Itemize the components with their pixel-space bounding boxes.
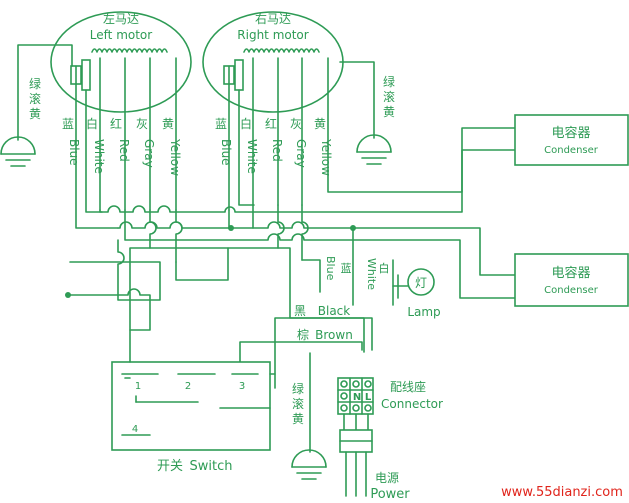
switch-terminal-1: 1	[135, 381, 141, 392]
connector-terminal-n: N	[353, 392, 361, 403]
capacitor-2: 电容器 Condenser	[514, 253, 629, 307]
left-motor-en: Left motor	[90, 28, 152, 42]
right-gray-en: Gray	[294, 139, 308, 168]
switch-terminal-4: 4	[132, 424, 138, 435]
watermark: www.55dianzi.com	[501, 485, 623, 500]
left-ground-label-2: 滚	[29, 91, 41, 106]
power-plug: 电源 Power	[339, 413, 410, 502]
capacitor-2-zh: 电容器	[551, 265, 590, 281]
connector: N L 配线座 Connector 绿 滚 黄	[292, 352, 443, 453]
power-zh: 电源	[375, 471, 399, 485]
left-gray-zh: 灰	[136, 117, 148, 131]
right-yellow-zh: 黄	[314, 117, 326, 131]
left-ground-label-3: 黄	[29, 107, 41, 121]
right-motor-en: Right motor	[237, 28, 308, 42]
connector-ground-label-1: 绿	[292, 381, 304, 396]
right-ground: 绿 滚 黄	[339, 61, 395, 165]
switch-zh: 开关	[157, 459, 183, 474]
brown-wire-en: Brown	[315, 328, 353, 342]
switch-terminal-3: 3	[239, 381, 245, 392]
right-ground-label-3: 黄	[383, 105, 395, 119]
right-ground-label-2: 滚	[383, 89, 395, 104]
left-white-en: White	[92, 139, 106, 174]
right-red-zh: 红	[265, 116, 277, 131]
lamp-zh: 灯	[415, 276, 427, 290]
capacitor-2-en: Condenser	[544, 285, 599, 296]
lamp-white-zh: 白	[379, 261, 390, 275]
connector-zh: 配线座	[390, 379, 426, 394]
right-blue-en: Blue	[219, 139, 233, 166]
left-blue-en: Blue	[67, 139, 81, 166]
capacitor-1-en: Condenser	[544, 145, 599, 156]
right-gray-zh: 灰	[290, 117, 302, 131]
switch-en: Switch	[190, 459, 233, 474]
left-gray-en: Gray	[142, 139, 156, 168]
right-yellow-en: Yellow	[319, 138, 333, 176]
right-white-en: White	[245, 139, 259, 174]
black-wire-zh: 黑	[294, 304, 306, 318]
connector-ground-label-2: 滚	[292, 396, 304, 411]
capacitor-1-zh: 电容器	[551, 125, 590, 141]
left-yellow-zh: 黄	[162, 117, 174, 131]
lamp-blue-en: Blue	[324, 256, 337, 281]
right-red-en: Red	[270, 139, 284, 162]
crossover-wiring	[65, 149, 516, 353]
left-red-zh: 红	[110, 116, 122, 131]
right-motor-leads: 蓝 Blue 白 White 红 Red 灰 Gray 黄 Yellow	[215, 57, 516, 211]
left-red-en: Red	[117, 139, 131, 162]
left-motor-leads: 蓝 Blue 白 White 红 Red 灰 Gray 黄 Yellow	[62, 57, 182, 229]
right-motor-zh: 右马达	[255, 11, 291, 26]
lamp-blue-zh: 蓝	[341, 262, 352, 275]
left-motor: 左马达 Left motor	[50, 11, 192, 113]
brown-wire-zh: 棕	[297, 327, 309, 342]
left-yellow-en: Yellow	[168, 138, 182, 176]
right-motor: 右马达 Right motor	[202, 11, 344, 113]
capacitor-1: 电容器 Condenser	[514, 114, 629, 166]
lamp: 灯 Lamp 蓝 Blue 白 White	[324, 227, 441, 319]
left-motor-zh: 左马达	[103, 11, 139, 26]
black-wire-en: Black	[318, 304, 351, 318]
left-blue-zh: 蓝	[62, 117, 74, 131]
lamp-en: Lamp	[407, 305, 440, 319]
left-white-zh: 白	[86, 116, 98, 131]
left-ground: 绿 滚 黄	[0, 44, 73, 167]
right-blue-zh: 蓝	[215, 117, 227, 131]
lamp-white-en: White	[365, 258, 378, 290]
connector-terminal-l: L	[365, 392, 372, 403]
power-en: Power	[370, 487, 410, 502]
right-white-zh: 白	[240, 116, 252, 131]
bottom-ground	[291, 449, 327, 480]
right-ground-label-1: 绿	[383, 74, 395, 89]
connector-en: Connector	[381, 397, 443, 411]
switch-terminal-2: 2	[185, 381, 191, 392]
left-ground-label-1: 绿	[29, 76, 41, 91]
switch: 1 2 3 4 开关 Switch	[111, 329, 276, 474]
connector-ground-label-3: 黄	[292, 412, 304, 426]
